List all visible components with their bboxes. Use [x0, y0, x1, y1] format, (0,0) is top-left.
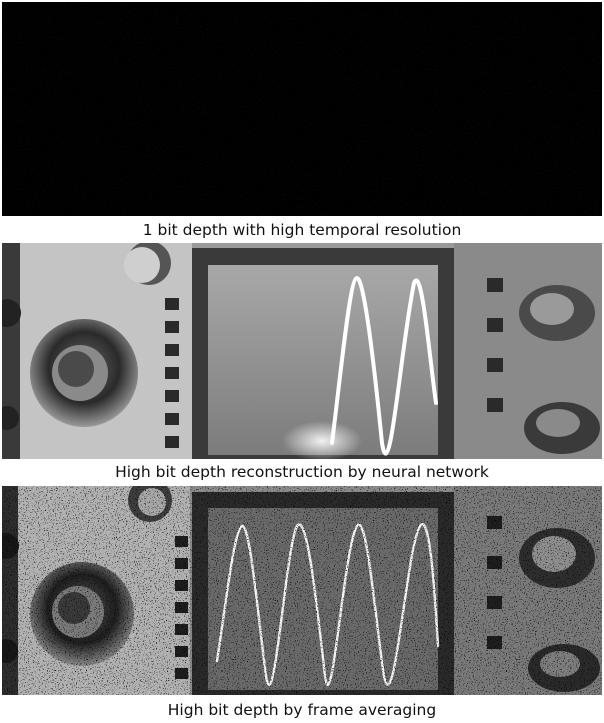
frame-averaging-caption: High bit depth by frame averaging [167, 701, 437, 719]
binary-frame-image [2, 2, 602, 216]
binary-frame-svg [2, 2, 602, 216]
neural-reconstruction-svg [2, 243, 602, 459]
neural-reconstruction-caption: High bit depth reconstruction by neural … [115, 463, 489, 481]
binary-frame-caption: 1 bit depth with high temporal resolutio… [142, 221, 462, 239]
frame-averaging-svg [2, 486, 602, 695]
frame-averaging-image [2, 486, 602, 695]
neural-reconstruction-image [2, 243, 602, 459]
